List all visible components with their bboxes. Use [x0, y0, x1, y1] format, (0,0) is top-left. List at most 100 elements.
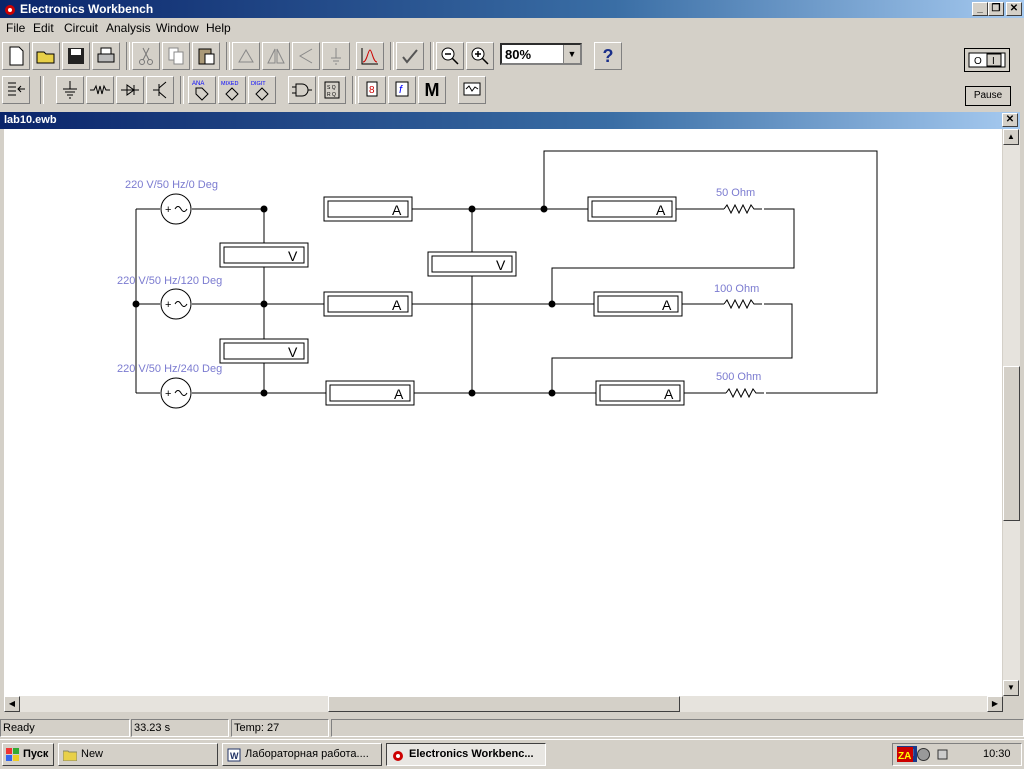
windows-logo-icon — [6, 748, 19, 761]
sources-bin-button[interactable] — [56, 76, 84, 104]
scroll-left-arrow-icon[interactable]: ◀ — [4, 696, 20, 712]
start-button[interactable]: Пуск — [2, 743, 54, 766]
instruments-bin-button[interactable] — [458, 76, 486, 104]
voltmeter-1[interactable]: V — [219, 242, 309, 268]
menu-analysis[interactable]: Analysis — [106, 21, 151, 35]
ammeter-line-3[interactable]: A — [325, 380, 415, 406]
menu-help[interactable]: Help — [206, 21, 231, 35]
cut-button[interactable] — [132, 42, 160, 70]
svg-text:W: W — [230, 751, 239, 761]
svg-text:+: + — [165, 204, 171, 216]
minimize-button[interactable]: _ — [972, 2, 988, 16]
indicators-bin-button[interactable]: 8 — [358, 76, 386, 104]
task-electronics-workbench[interactable]: Electronics Workbenc... — [386, 743, 546, 766]
document-close-button[interactable]: ✕ — [1002, 113, 1018, 127]
ammeter-load-3[interactable]: A — [595, 380, 685, 406]
task-word-document[interactable]: W Лабораторная работа.... — [222, 743, 382, 766]
zoom-out-button[interactable] — [436, 42, 464, 70]
logic-gates-bin-button[interactable] — [288, 76, 316, 104]
digital-ic-icon: DIGIT — [251, 81, 269, 101]
paste-button[interactable] — [192, 42, 220, 70]
pause-button[interactable]: Pause — [965, 86, 1011, 106]
misc-bin-label: M — [424, 79, 440, 100]
ammeter-label: A — [664, 386, 674, 402]
voltmeter-2[interactable]: V — [219, 338, 309, 364]
folder-open-icon — [36, 51, 55, 64]
transistors-bin-button[interactable] — [146, 76, 174, 104]
ammeter-load-1[interactable]: A — [587, 196, 677, 222]
rotate-button[interactable] — [232, 42, 260, 70]
flip-vertical-button[interactable] — [292, 42, 320, 70]
scroll-down-arrow-icon[interactable]: ▼ — [1003, 680, 1019, 696]
graph-icon — [361, 48, 378, 65]
zoom-in-button[interactable] — [466, 42, 494, 70]
ammeter-label: A — [662, 297, 672, 313]
save-button[interactable] — [62, 42, 90, 70]
menu-edit[interactable]: Edit — [33, 21, 54, 35]
new-button[interactable] — [2, 42, 30, 70]
favorites-bin-button[interactable] — [2, 76, 30, 104]
menu-file[interactable]: File — [6, 21, 26, 35]
clock: 10:30 — [983, 748, 1011, 760]
scissors-icon — [139, 47, 153, 65]
task-new-folder[interactable]: New — [58, 743, 218, 766]
restore-button[interactable]: ❐ — [988, 2, 1004, 16]
miscellaneous-bin-button[interactable]: M — [418, 76, 446, 104]
taskbar: Пуск New W Лабораторная работа.... Elect… — [0, 739, 1024, 769]
vertical-scroll-thumb[interactable] — [1003, 366, 1020, 521]
circuit-canvas[interactable]: + + + 220 V/50 Hz/0 Deg 220 V/50 Hz/120 … — [4, 129, 1002, 696]
chevron-down-icon[interactable]: ▼ — [563, 45, 580, 63]
copy-button[interactable] — [162, 42, 190, 70]
resistor-icon — [90, 84, 110, 95]
scroll-right-arrow-icon[interactable]: ▶ — [987, 696, 1003, 712]
antivirus-icon[interactable] — [916, 747, 931, 762]
toolbar-separator — [40, 76, 44, 104]
voltmeter-3[interactable]: V — [427, 251, 517, 277]
ac-source-1[interactable]: + — [160, 193, 192, 225]
zonealarm-icon[interactable]: ZA — [897, 747, 913, 762]
open-button[interactable] — [32, 42, 60, 70]
ac-source-2[interactable]: + — [160, 288, 192, 320]
ammeter-line-1[interactable]: A — [323, 196, 413, 222]
ac-source-3[interactable]: + — [160, 377, 192, 409]
close-button[interactable]: ✕ — [1006, 2, 1022, 16]
basic-bin-button[interactable] — [86, 76, 114, 104]
help-button[interactable]: ? — [594, 42, 622, 70]
status-state: Ready — [0, 719, 130, 737]
print-button[interactable] — [92, 42, 120, 70]
ammeter-load-2[interactable]: A — [593, 291, 683, 317]
horizontal-scrollbar[interactable]: ◀ ▶ — [4, 696, 1003, 712]
menu-circuit[interactable]: Circuit — [64, 21, 99, 35]
resistor-label-3: 500 Ohm — [716, 371, 761, 383]
graph-button[interactable] — [356, 42, 384, 70]
zoom-select[interactable]: 80%▼ — [500, 43, 582, 65]
controls-bin-button[interactable]: f — [388, 76, 416, 104]
vertical-scrollbar[interactable]: ▲ ▼ — [1003, 129, 1020, 696]
scroll-up-arrow-icon[interactable]: ▲ — [1003, 129, 1019, 145]
source-label-1: 220 V/50 Hz/0 Deg — [125, 179, 218, 191]
subcircuit-button[interactable] — [322, 42, 350, 70]
toolbar-separator — [352, 76, 356, 104]
menu-window[interactable]: Window — [156, 21, 199, 35]
analog-ic-icon: ANA — [192, 81, 209, 101]
ammeter-label: A — [392, 297, 402, 313]
network-icon[interactable] — [935, 747, 950, 762]
toolbar-separator — [390, 42, 394, 70]
voltmeter-label: V — [288, 248, 298, 264]
status-time: 33.23 s — [131, 719, 229, 737]
component-properties-button[interactable] — [396, 42, 424, 70]
circuit-schematic[interactable]: + + + 220 V/50 Hz/0 Deg 220 V/50 Hz/120 … — [4, 129, 1002, 696]
ammeter-line-2[interactable]: A — [323, 291, 413, 317]
app-title-bar: Electronics Workbench _ ❐ ✕ — [0, 0, 1024, 18]
digital-ics-bin-button[interactable]: DIGIT — [248, 76, 276, 104]
help-icon: ? — [602, 45, 614, 66]
document-title: lab10.ewb — [4, 114, 57, 126]
flip-horizontal-button[interactable] — [262, 42, 290, 70]
analog-ics-bin-button[interactable]: ANA — [188, 76, 216, 104]
horizontal-scroll-thumb[interactable] — [328, 696, 680, 712]
diodes-bin-button[interactable] — [116, 76, 144, 104]
mixed-ics-bin-button[interactable]: MIXED — [218, 76, 246, 104]
zoom-in-icon — [471, 47, 489, 65]
